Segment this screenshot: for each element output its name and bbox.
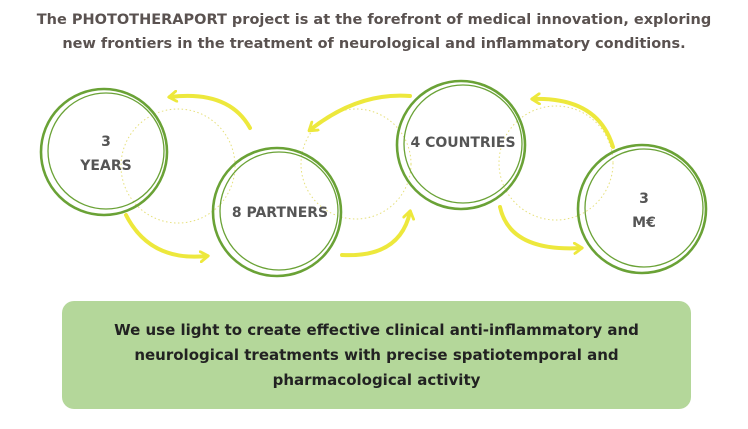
arrow-budget-to-countries	[533, 99, 615, 149]
countries-text: 4 COUNTRIES	[410, 135, 516, 151]
intro-line-2: new frontiers in the treatment of neurol…	[62, 36, 686, 52]
intro-text: The PHOTOTHERAPORT project is at the for…	[0, 8, 748, 56]
budget-value: 3	[639, 191, 649, 207]
mission-callout: We use light to create effective clinica…	[62, 301, 691, 409]
arrow-countries-to-partners	[310, 93, 412, 130]
node-label-budget: 3 M€	[596, 187, 692, 235]
arrow-partners-to-countries	[340, 212, 410, 258]
project-figures-diagram	[39, 79, 708, 278]
dotted-background-circles	[120, 105, 614, 224]
node-label-countries: 4 COUNTRIES	[397, 131, 529, 155]
arrow-years-to-partners	[124, 213, 207, 257]
circle-years	[39, 87, 169, 217]
circle-countries	[395, 79, 527, 211]
partners-text: 8 PARTNERS	[231, 205, 329, 221]
years-value: 3	[101, 134, 111, 150]
mission-text: We use light to create effective clinica…	[114, 320, 639, 389]
flow-arrows	[124, 93, 615, 258]
dotted-circle-2	[300, 108, 412, 220]
years-unit: YEARS	[80, 158, 132, 174]
circle-partners	[211, 146, 343, 278]
arrow-countries-to-budget	[498, 205, 581, 248]
dotted-circle-1	[120, 108, 236, 224]
budget-unit: M€	[632, 215, 656, 231]
arrow-partners-to-years	[170, 96, 252, 130]
circle-budget	[576, 143, 708, 275]
dotted-circle-3	[498, 105, 614, 221]
intro-line-1: The PHOTOTHERAPORT project is at the for…	[36, 12, 712, 28]
node-label-years: 3 YEARS	[58, 130, 154, 178]
node-label-partners: 8 PARTNERS	[218, 201, 342, 225]
